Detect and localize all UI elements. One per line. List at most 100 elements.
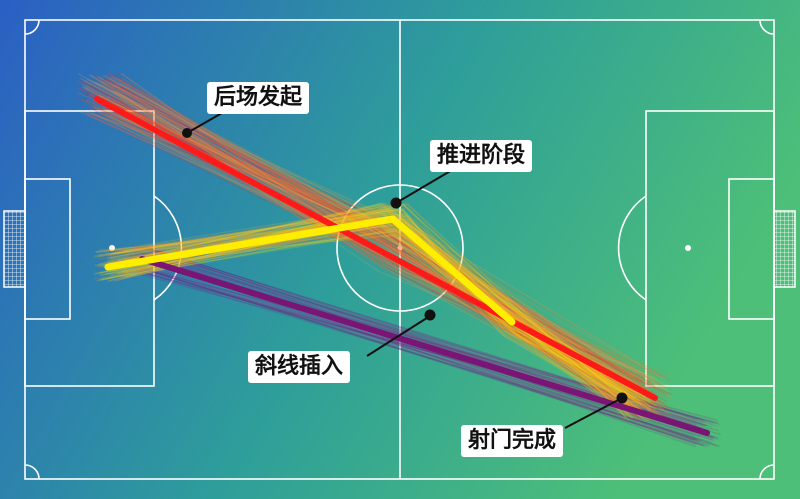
center-circle: [336, 184, 464, 312]
center-spot: [397, 245, 403, 251]
trajectory-strand: [98, 94, 637, 379]
trajectory-strand: [106, 97, 654, 418]
trajectory-strand: [93, 83, 636, 385]
trajectory-strand: [119, 83, 672, 398]
trajectory-strand: [120, 73, 658, 380]
callout-line-diagonal: [366, 315, 431, 357]
trajectory-strand: [114, 205, 648, 402]
trajectory-strand: [95, 77, 648, 418]
corner-arc-tr: [759, 19, 775, 35]
left-goal: [3, 210, 26, 288]
trajectory-strand: [120, 224, 637, 412]
trajectory-strand: [78, 87, 667, 402]
trajectory-strand: [79, 87, 665, 404]
trajectory-strand: [120, 77, 646, 384]
trajectory-strand: [114, 84, 636, 400]
trajectory-strand: [132, 245, 696, 421]
trajectory-strand: [87, 113, 658, 416]
trajectory-strand: [109, 231, 635, 401]
trajectory-strand: [98, 209, 648, 422]
trajectory-strand: [104, 218, 644, 393]
corner-arc-tl: [24, 19, 40, 35]
trajectory-strand: [96, 202, 649, 422]
trajectory-strand: [145, 268, 701, 443]
trajectory-strand: [112, 90, 666, 390]
trajectory-strand: [117, 224, 633, 404]
trajectory-strand: [117, 105, 652, 389]
trajectory-strand: [107, 96, 646, 388]
trajectory-strand: [124, 208, 630, 396]
trajectory-strand: [119, 229, 642, 396]
corner-arc-br: [759, 464, 775, 480]
trajectory-strand: [111, 90, 668, 388]
trajectory-strand: [104, 76, 648, 407]
trajectory-strand: [91, 75, 652, 400]
right-penalty-arc: [617, 195, 647, 301]
trajectory-strand: [95, 82, 638, 409]
trajectory-strand: [106, 204, 644, 418]
trajectory-strand: [123, 216, 643, 405]
trajectory-strand: [118, 217, 635, 399]
trajectory-strand: [142, 272, 712, 443]
trajectory-strand: [108, 72, 651, 411]
trajectory-strand: [142, 252, 704, 427]
trajectory-strand: [105, 208, 646, 401]
trajectory-strand: [113, 90, 649, 385]
trajectory-strand: [101, 95, 642, 383]
trajectory-strand: [131, 250, 707, 423]
trajectory-strand: [89, 93, 659, 385]
path-advance: [104, 215, 516, 326]
trajectory-strand: [141, 264, 716, 446]
trajectory-strand: [93, 81, 642, 405]
path-diagonal-insert: [139, 256, 710, 436]
trajectory-strand: [111, 76, 670, 387]
trajectory-strand: [100, 80, 633, 405]
trajectory-strand: [106, 72, 655, 386]
left-penalty-arc: [153, 195, 183, 301]
corner-arc-bl: [24, 464, 40, 480]
trajectory-strand: [121, 216, 635, 415]
trajectory-strand: [99, 95, 664, 418]
trajectory-strand: [117, 221, 657, 399]
trajectory-strand: [105, 216, 647, 422]
trajectory-strand: [79, 111, 669, 393]
trajectory-strand: [94, 107, 654, 403]
trajectory-strand: [149, 255, 697, 426]
trajectory-strand: [104, 216, 626, 421]
left-penalty-spot: [109, 245, 115, 251]
trajectory-strand: [80, 77, 638, 412]
callout-line-finish: [564, 397, 623, 429]
trajectory-strand: [149, 248, 699, 420]
trajectory-strand: [118, 78, 629, 407]
trajectory-strand: [152, 270, 705, 447]
path-buildup: [94, 96, 658, 401]
trajectory-strand: [119, 217, 645, 399]
trajectory-strand: [116, 103, 663, 406]
trajectory-strand: [90, 89, 667, 395]
trajectory-strand: [106, 203, 651, 407]
trajectory-strand: [98, 231, 627, 418]
trajectory-strand: [142, 245, 703, 430]
trajectory-strand: [77, 80, 672, 400]
trajectory-strand: [100, 221, 645, 392]
trajectory-strand: [135, 265, 718, 447]
trajectory-strand: [107, 85, 646, 388]
callout-dot-finish: [616, 392, 628, 404]
trajectory-strand: [89, 107, 671, 382]
trajectory-strand: [123, 225, 627, 415]
trajectory-strand: [131, 264, 711, 447]
trajectory-strand: [144, 246, 705, 423]
callouts: [182, 112, 628, 429]
trajectory-strand: [145, 246, 708, 427]
trajectory-strand: [115, 91, 643, 411]
trajectory-strand: [109, 213, 645, 420]
trajectory-strand: [116, 99, 644, 378]
trajectory-strand: [132, 262, 701, 441]
trajectory-strand: [119, 97, 630, 418]
callout-line-advance: [395, 169, 453, 204]
trajectory-strand: [119, 227, 648, 416]
trajectory-strand: [120, 84, 634, 386]
trajectory-strand: [135, 260, 698, 440]
